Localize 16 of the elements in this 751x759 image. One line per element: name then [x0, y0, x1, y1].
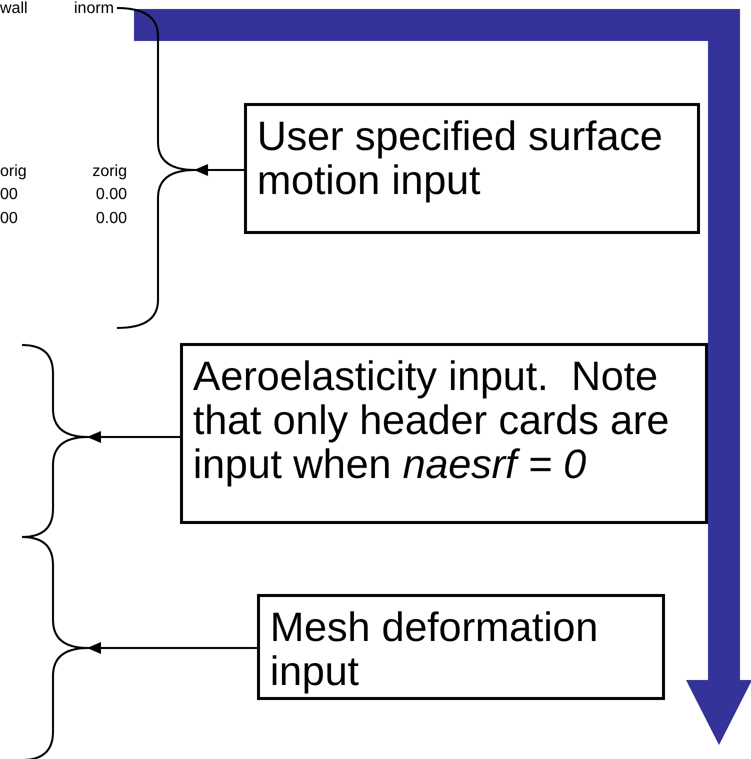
column-header: zorig — [91, 163, 127, 181]
curly-brace — [20, 343, 90, 539]
table-value: 0.00 — [94, 210, 127, 228]
column-header: orig — [0, 163, 28, 181]
table-value: 00 — [0, 186, 19, 204]
arrow — [87, 642, 257, 654]
note-box: User specified surface motion input — [244, 103, 700, 234]
note-box: Mesh deformation input — [257, 594, 665, 700]
column-header: wall — [0, 0, 29, 18]
table-value: 00 — [0, 210, 19, 228]
note-box: Aeroelasticity input. Note that only header cards are input when naesrf = 0 — [180, 343, 708, 524]
curly-brace — [20, 535, 90, 759]
arrow — [194, 164, 244, 176]
column-header: inorm — [72, 0, 114, 18]
arrow — [87, 431, 180, 443]
table-value: 0.00 — [94, 186, 127, 204]
